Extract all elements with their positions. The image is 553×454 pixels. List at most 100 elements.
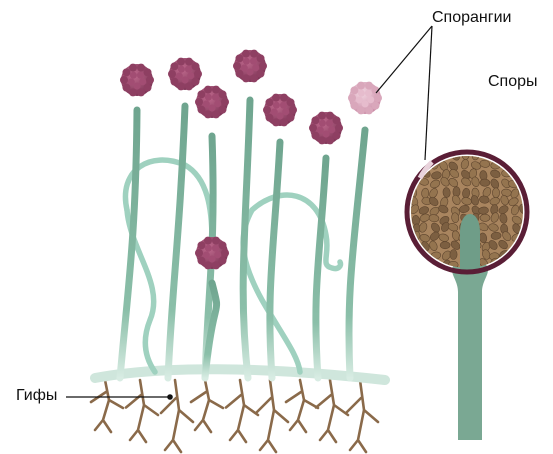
sporangium-bump <box>197 106 205 114</box>
sporangium-bump <box>259 62 267 70</box>
aerial-hyphae <box>125 160 340 372</box>
sporangium-bump <box>287 114 295 122</box>
sporangium-bump <box>221 98 229 106</box>
sporangium-bump <box>192 78 200 86</box>
sporangium-bump <box>350 86 358 94</box>
sporangium-bump <box>282 108 289 115</box>
sporangium-bump <box>323 130 330 137</box>
sporangium-bump <box>250 50 258 58</box>
sporangium-bump <box>146 76 154 84</box>
sporangium-bump <box>273 102 280 109</box>
sporangium-bump <box>205 245 212 252</box>
sporangium-bump <box>272 118 280 126</box>
sporangium-bump <box>187 72 194 79</box>
sporangium-bump <box>257 54 265 62</box>
sporangium-bump <box>311 116 319 124</box>
sporangium-bump <box>374 94 382 102</box>
leader-hyphae-dot <box>168 395 172 399</box>
label-spores: Споры <box>488 73 538 91</box>
sporangium-bump <box>350 102 358 110</box>
sporangium-bump <box>214 100 221 107</box>
sporangium-bump <box>348 94 356 102</box>
sporangium-bump <box>235 70 243 78</box>
sporangium-bump <box>129 64 137 72</box>
sporangium <box>195 86 229 119</box>
sporangium-bump <box>137 88 145 96</box>
sporangium-bump <box>195 98 203 106</box>
sporangium-bump <box>170 62 178 70</box>
spore <box>440 242 450 249</box>
sporangium-bump <box>209 255 216 262</box>
sporangium-bump <box>120 76 128 84</box>
sporangium <box>233 50 267 83</box>
sporangiophore <box>316 158 326 378</box>
sporangium-bump <box>185 58 193 66</box>
sporangium-bump <box>197 90 205 98</box>
rhizoid <box>316 380 348 442</box>
sporangium-bump <box>139 78 146 85</box>
sporangium-bump <box>209 104 216 111</box>
sporangium-bump <box>204 237 212 245</box>
sporangium-bump <box>272 94 280 102</box>
sporangium-bump <box>277 112 284 119</box>
sporangium-bump <box>280 102 287 109</box>
sporangium-bump <box>192 62 200 70</box>
sporangium-bump <box>252 64 259 71</box>
sporangium-bump <box>356 96 363 103</box>
rhizoid <box>286 380 318 432</box>
spore <box>480 179 490 187</box>
sporangium-bump <box>168 70 176 78</box>
sporangium-bump <box>212 110 220 118</box>
sporangium-bump <box>365 90 372 97</box>
leader-sporangia-small <box>376 26 432 93</box>
sporangium-bump <box>197 241 205 249</box>
sporangium-light <box>348 82 382 115</box>
sporangium-bump <box>365 106 373 114</box>
sporangium-bump <box>204 110 212 118</box>
sporangium-bump <box>280 94 288 102</box>
sporangium-bump <box>177 58 185 66</box>
spore <box>450 249 457 259</box>
spore <box>492 188 499 198</box>
label-sporangia: Спорангии <box>432 9 511 27</box>
sporangium-bump <box>134 82 141 89</box>
sporangium-bump <box>250 58 257 65</box>
sporangium-bump <box>271 108 278 115</box>
sporangium-bump <box>195 249 203 257</box>
sporangium-enlarged <box>407 149 529 440</box>
sporangium-bump <box>205 94 212 101</box>
sporangium-bump <box>333 116 341 124</box>
sporangium <box>263 94 297 127</box>
sporangium-bump <box>265 114 273 122</box>
sporangium-bump <box>362 100 369 107</box>
sporangium-bump <box>122 84 130 92</box>
sporangium-bump <box>212 237 220 245</box>
sporangium-bump <box>144 84 152 92</box>
rhizoids <box>91 380 378 452</box>
columella <box>460 214 480 272</box>
sporangium-bump <box>177 82 185 90</box>
rhizoid <box>346 380 378 452</box>
sporangium-bump <box>333 132 341 140</box>
sporangium-bump <box>242 74 250 82</box>
rhizoid <box>226 380 258 442</box>
sporangium-bump <box>372 102 380 110</box>
sporangiophore <box>349 130 365 378</box>
sporangium-bump <box>203 251 210 258</box>
sporangium-bump <box>280 118 288 126</box>
sporangium-bump <box>317 126 324 133</box>
sporangium-bump <box>311 132 319 140</box>
sporangiophore <box>270 142 280 378</box>
sporangium-bump <box>214 251 221 258</box>
sporangium-bump <box>235 54 243 62</box>
sporangium-bump <box>185 82 193 90</box>
sporangium <box>309 112 343 145</box>
sporangium-bump <box>197 257 205 265</box>
sporangium-bump <box>318 136 326 144</box>
sporangium-bump <box>130 72 137 79</box>
sporangium-bump <box>358 90 365 97</box>
leader-sporangia-large <box>425 26 432 160</box>
rhizoid <box>161 380 193 452</box>
sporangium-bump <box>241 64 248 71</box>
sporangium-bump <box>365 82 373 90</box>
